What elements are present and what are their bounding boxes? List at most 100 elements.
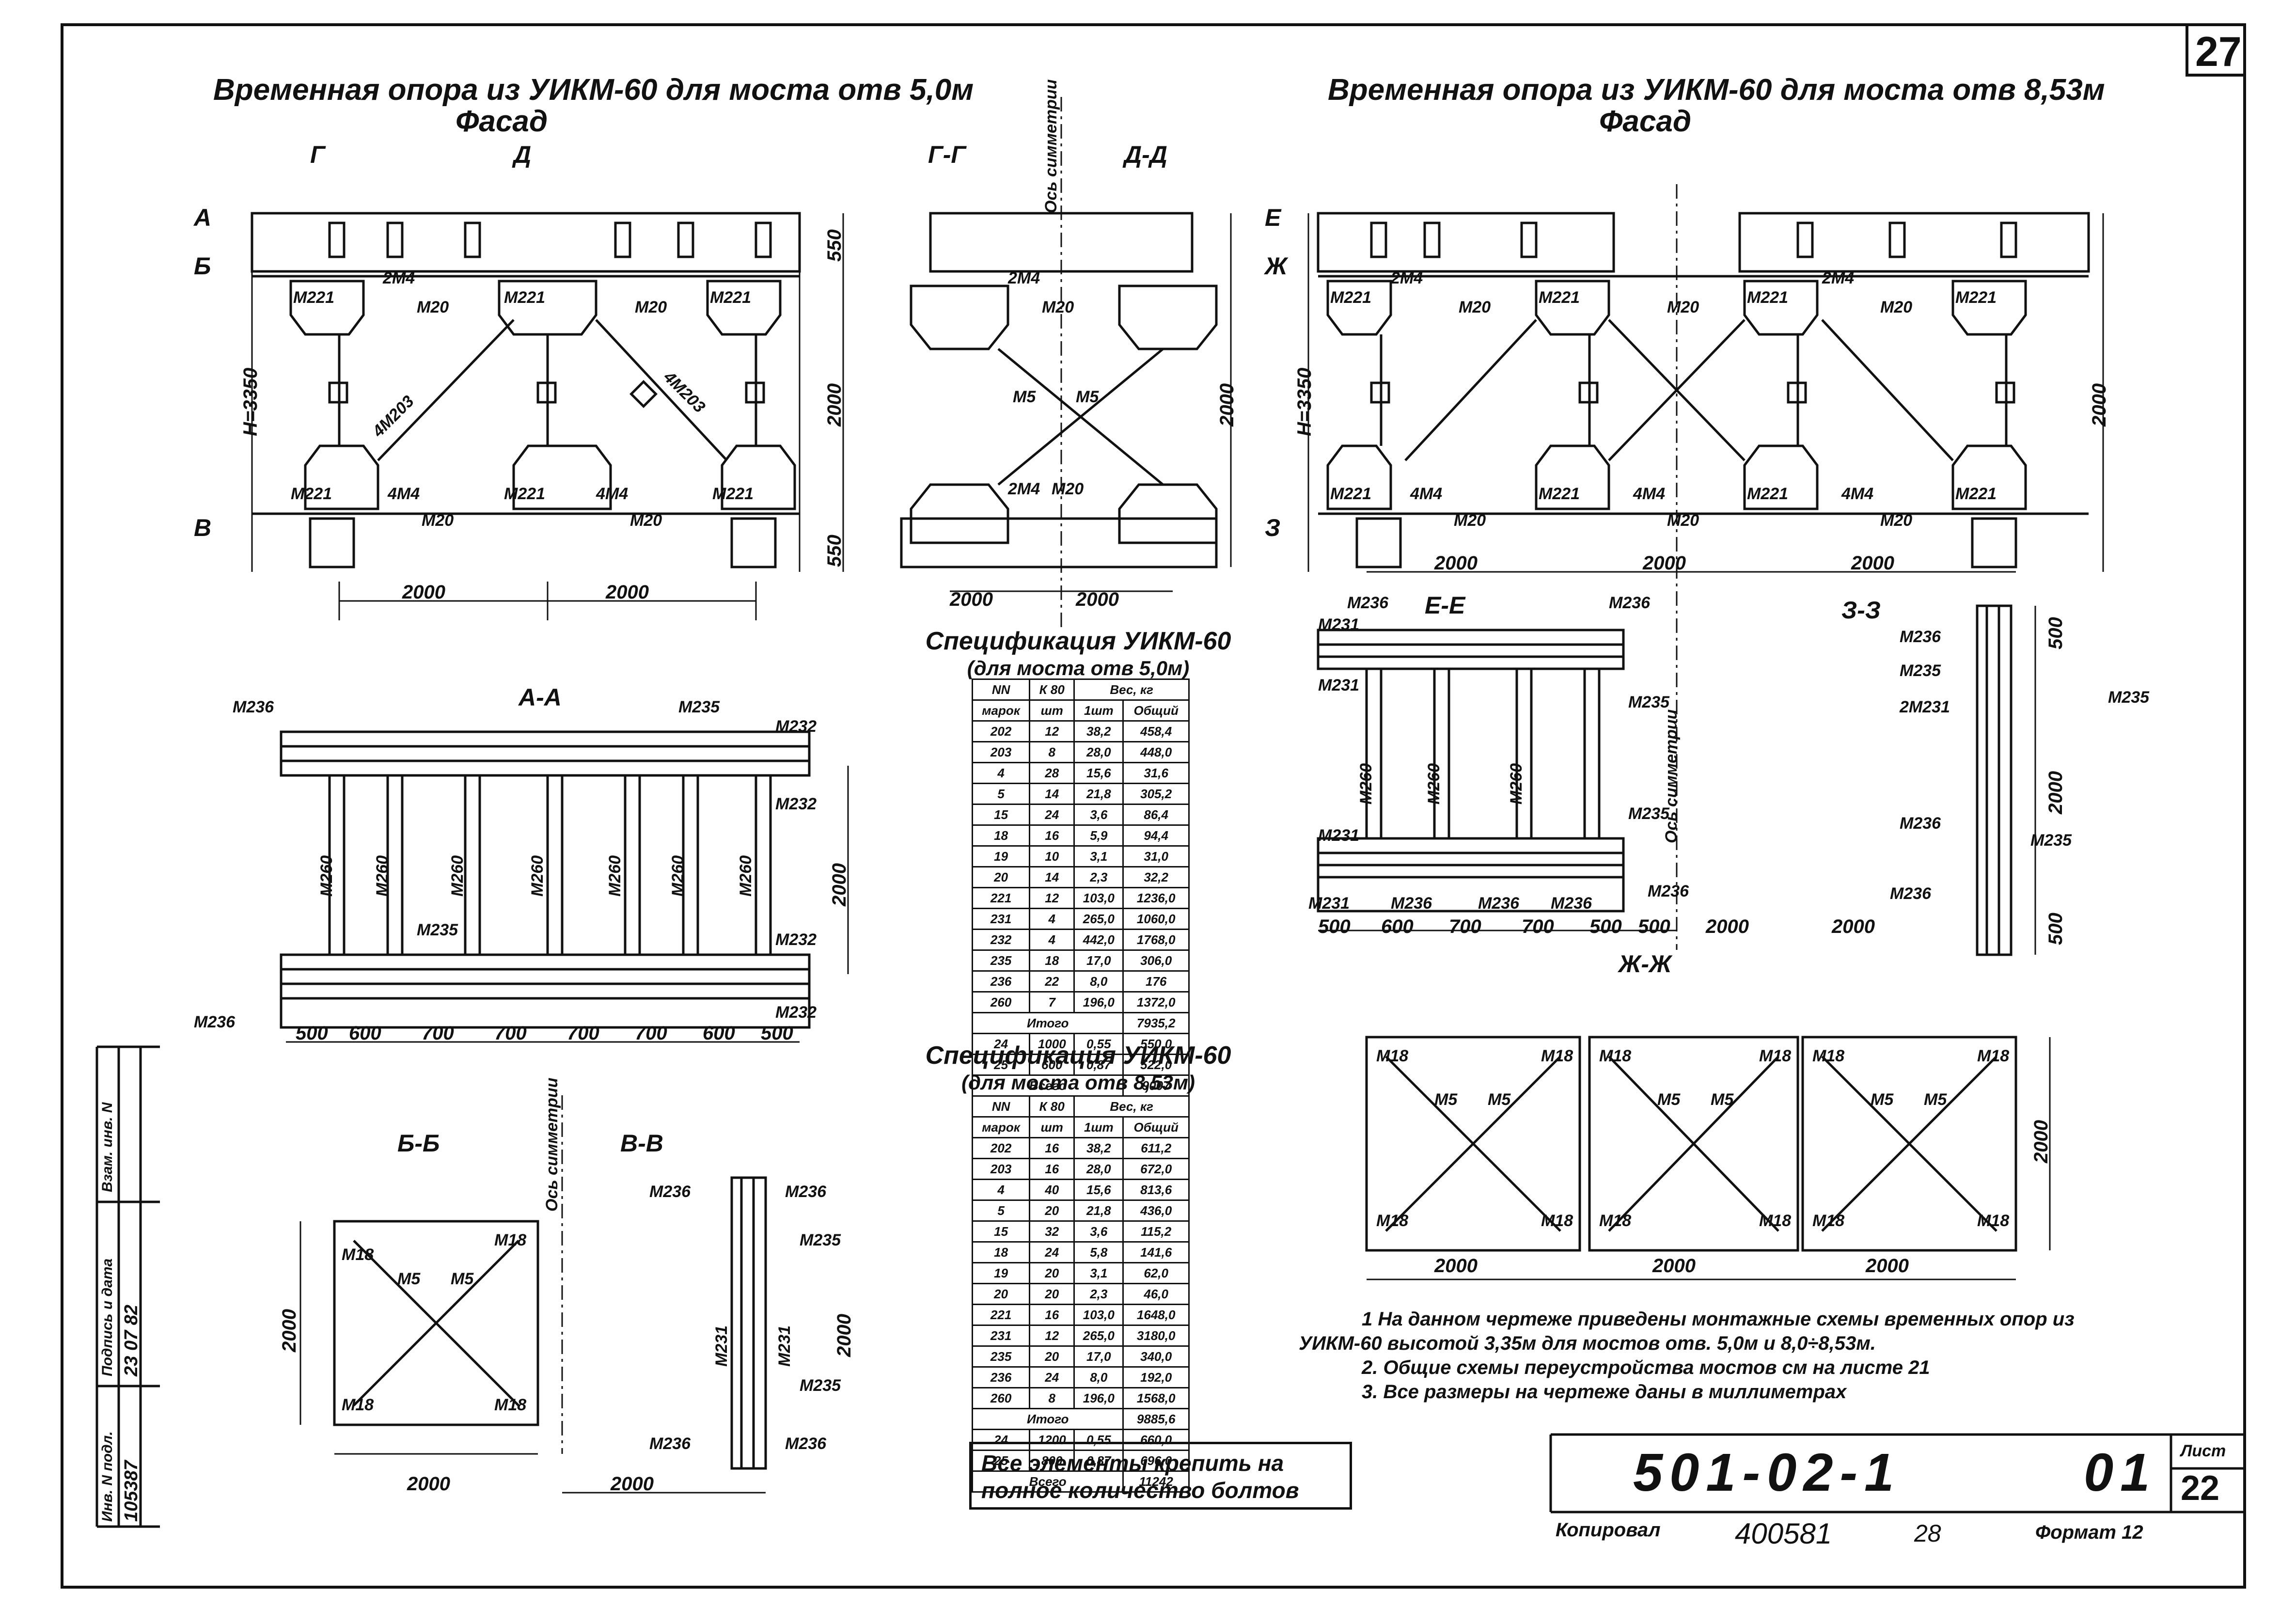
cell: 20 <box>971 1283 1031 1305</box>
cell: 458,4 <box>1122 720 1190 742</box>
cut-letter-g: Г <box>310 141 325 168</box>
spec1-sub-2: 1шт <box>1073 699 1124 722</box>
label-section-ee: Е-Е <box>1425 592 1465 619</box>
mark-m260-aa-1: М260 <box>317 855 336 897</box>
cell: 46,0 <box>1122 1283 1190 1305</box>
cell: 14 <box>1029 866 1075 888</box>
cell: 236 <box>971 970 1031 993</box>
cell: 196,0 <box>1073 991 1124 1013</box>
dim-3350-right: Н=3350 <box>1294 367 1315 436</box>
section-zz <box>1976 604 2036 956</box>
copied-code: 400581 <box>1735 1517 1832 1550</box>
mark-m20-right-5: М20 <box>1667 511 1699 530</box>
dim-ee-700-2: 700 <box>1522 916 1554 937</box>
spec1-title-line2: (для моста отв 5,0м) <box>967 657 1190 679</box>
cell: 17,0 <box>1073 1345 1124 1368</box>
cell: 0,55 <box>1073 1033 1124 1055</box>
cell: 141,6 <box>1122 1241 1190 1263</box>
mark-m221-left-5: М221 <box>504 485 546 503</box>
mark-m4b-right-3: 4М4 <box>1841 485 1874 503</box>
stamp-col3-label: Инв. N подл. <box>99 1431 115 1522</box>
bolts-note-box: Все элементы крепить на полное количеств… <box>969 1442 1352 1510</box>
spec2-head-nn: NN <box>971 1095 1031 1118</box>
cell: 38,2 <box>1073 720 1124 742</box>
cell: 2,3 <box>1073 1283 1124 1305</box>
cell: 15 <box>971 1220 1031 1243</box>
mark-m5-zhzh-5: М5 <box>1871 1090 1894 1109</box>
cell: 18 <box>971 1241 1031 1263</box>
mark-m20-right-6: М20 <box>1880 511 1913 530</box>
spec2-sub-2: 1шт <box>1073 1116 1124 1138</box>
cell: 1000 <box>1029 1033 1075 1055</box>
cell: 24 <box>971 1429 1031 1451</box>
cell: 40 <box>1029 1179 1075 1201</box>
cell: 7 <box>1029 991 1075 1013</box>
cell: 20 <box>1029 1199 1075 1222</box>
dim-2000-right-2: 2000 <box>1643 552 1686 574</box>
dim-2000-left-v: 2000 <box>824 383 845 426</box>
dim-zhzh-2000-v: 2000 <box>2030 1120 2052 1163</box>
spec2-sub-1: шт <box>1029 1116 1075 1138</box>
cell: 20 <box>1029 1345 1075 1368</box>
cell: 32,2 <box>1122 866 1190 888</box>
dim-bb-2000-v: 2000 <box>279 1309 300 1352</box>
right-title: Временная опора из УИКМ-60 для моста отв… <box>1328 73 2105 107</box>
sheet-number: 27 <box>2195 29 2242 75</box>
drawing-code: 501-02-1 <box>1633 1443 1901 1502</box>
cell: 16 <box>1029 824 1075 847</box>
drawing-subcode: 01 <box>2084 1443 2157 1502</box>
mark-m18-zhzh-11: М18 <box>1812 1212 1845 1230</box>
mark-m18-zhzh-3: М18 <box>1376 1212 1409 1230</box>
mark-m221-left-3: М221 <box>710 288 752 307</box>
cell: 24 <box>1029 1241 1075 1263</box>
dim-2000-gg-v: 2000 <box>1216 383 1238 426</box>
mark-m221-right-8: М221 <box>1955 485 1997 503</box>
dim-ee-2000-1: 2000 <box>1706 916 1749 937</box>
left-title: Временная опора из УИКМ-60 для моста отв… <box>213 73 974 107</box>
label-section-gg: Г-Г <box>928 141 966 168</box>
cell: 660,0 <box>1122 1429 1190 1451</box>
cell: 436,0 <box>1122 1199 1190 1222</box>
mark-m236-zz-2: М236 <box>1900 814 1941 833</box>
mark-m4b-right-1: 4М4 <box>1410 485 1443 503</box>
mark-m221-right-2: М221 <box>1539 288 1580 307</box>
mark-m20-left-4: М20 <box>630 511 662 530</box>
cell: 19 <box>971 1262 1031 1284</box>
cell: 1568,0 <box>1122 1387 1190 1409</box>
cell: 3180,0 <box>1122 1324 1190 1347</box>
cell: 16 <box>1029 1158 1075 1180</box>
mark-m235-aa-2: М235 <box>417 921 458 939</box>
cell: 8,0 <box>1073 1366 1124 1388</box>
cut-letter-e: Е <box>1265 204 1281 231</box>
mark-m221-right-4: М221 <box>1955 288 1997 307</box>
mark-m235-ee-1: М235 <box>1628 693 1670 711</box>
cell: 221 <box>971 887 1031 909</box>
spec1-sub-1: шт <box>1029 699 1075 722</box>
label-section-vv: В-В <box>620 1130 663 1157</box>
dim-ee-600: 600 <box>1381 916 1414 937</box>
mark-m4b-left-1: 4М4 <box>388 485 420 503</box>
spec1-head-k: К 80 <box>1029 678 1075 701</box>
cell: 16 <box>1029 1304 1075 1326</box>
format-label: Формат 12 <box>2035 1522 2143 1543</box>
cell: 3,1 <box>1073 845 1124 867</box>
mark-m18-zhzh-2: М18 <box>1541 1047 1573 1065</box>
mark-m5-zhzh-3: М5 <box>1657 1090 1681 1109</box>
cell: 31,0 <box>1122 845 1190 867</box>
dim-zz-2000-v: 2000 <box>2045 771 2066 814</box>
cell: 20 <box>971 866 1031 888</box>
mark-m235-vv-1: М235 <box>800 1231 841 1249</box>
cell: 19 <box>971 845 1031 867</box>
spec2-head-weight: Вес, кг <box>1073 1095 1190 1118</box>
note-line-4: 3. Все размеры на чертеже даны в миллиме… <box>1362 1381 1847 1403</box>
dim-aa-700-4: 700 <box>635 1023 667 1044</box>
